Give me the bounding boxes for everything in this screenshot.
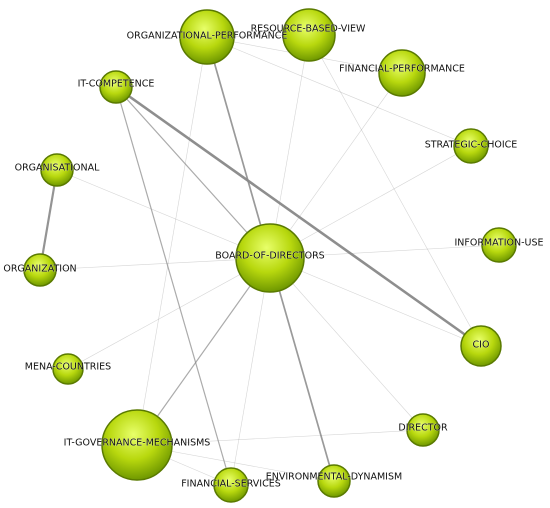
edge-board-of-directors-resource-based-view xyxy=(269,34,310,259)
node-mena-countries[interactable] xyxy=(52,353,84,385)
edge-board-of-directors-environmental-dynamism xyxy=(269,257,335,482)
node-label-director: DIRECTOR xyxy=(398,423,448,434)
edge-it-governance-mechanisms-director xyxy=(136,429,424,446)
edge-board-of-directors-organisational xyxy=(56,169,271,259)
node-organization[interactable] xyxy=(23,253,57,287)
node-label-it-competence: IT-COMPETENCE xyxy=(78,79,155,90)
node-director[interactable] xyxy=(406,413,440,447)
node-label-resource-based-view: RESOURCE-BASED-VIEW xyxy=(251,24,366,35)
node-financial-performance[interactable] xyxy=(378,49,426,97)
node-label-organizational-performance: ORGANIZATIONAL-PERFORMANCE xyxy=(127,31,288,42)
edges-layer xyxy=(38,34,500,486)
node-label-board-of-directors: BOARD-OF-DIRECTORS xyxy=(215,251,324,262)
node-board-of-directors[interactable] xyxy=(235,223,305,293)
labels-layer: ORGANIZATIONAL-PERFORMANCERESOURCE-BASED… xyxy=(3,23,544,490)
node-label-strategic-choice: STRATEGIC-CHOICE xyxy=(425,140,518,151)
node-strategic-choice[interactable] xyxy=(453,128,489,164)
edge-it-competence-cio xyxy=(115,85,482,348)
edge-it-competence-financial-services xyxy=(115,86,232,486)
node-label-financial-services: FINANCIAL-SERVICES xyxy=(181,479,281,490)
edge-board-of-directors-financial-services xyxy=(230,257,271,486)
node-label-financial-performance: FINANCIAL-PERFORMANCE xyxy=(339,64,465,75)
node-cio[interactable] xyxy=(460,325,502,367)
edge-board-of-directors-information-use xyxy=(269,244,500,259)
edge-organisational-organization xyxy=(38,169,59,271)
edge-resource-based-view-cio xyxy=(308,34,482,347)
node-it-competence[interactable] xyxy=(99,70,133,104)
edge-board-of-directors-organization xyxy=(39,257,271,271)
node-information-use[interactable] xyxy=(481,227,517,263)
edge-board-of-directors-financial-performance xyxy=(269,72,403,259)
node-label-it-governance-mechanisms: IT-GOVERNANCE-MECHANISMS xyxy=(64,438,211,449)
edge-board-of-directors-mena-countries xyxy=(67,257,271,370)
edge-board-of-directors-director xyxy=(269,257,424,431)
node-label-cio: CIO xyxy=(473,340,490,351)
node-financial-services[interactable] xyxy=(213,467,249,503)
node-resource-based-view[interactable] xyxy=(282,8,336,62)
edge-organizational-performance-it-governance-mechanisms xyxy=(136,36,208,446)
node-label-information-use: INFORMATION-USE xyxy=(454,238,543,249)
edge-board-of-directors-organizational-performance xyxy=(206,36,271,259)
edge-organizational-performance-strategic-choice xyxy=(206,36,472,147)
edge-board-of-directors-strategic-choice xyxy=(269,145,472,259)
node-it-governance-mechanisms[interactable] xyxy=(101,409,173,481)
edge-board-of-directors-it-governance-mechanisms xyxy=(136,257,271,446)
nodes-layer xyxy=(23,8,517,503)
node-label-mena-countries: MENA-COUNTRIES xyxy=(25,362,111,373)
node-environmental-dynamism[interactable] xyxy=(317,464,351,498)
edge-board-of-directors-it-competence xyxy=(115,86,271,259)
node-organizational-performance[interactable] xyxy=(179,9,235,65)
node-label-environmental-dynamism: ENVIRONMENTAL-DYNAMISM xyxy=(266,472,402,483)
edge-board-of-directors-cio xyxy=(269,257,482,347)
node-organisational[interactable] xyxy=(40,153,74,187)
node-label-organisational: ORGANISATIONAL xyxy=(15,163,101,174)
node-label-organization: ORGANIZATION xyxy=(3,264,76,275)
